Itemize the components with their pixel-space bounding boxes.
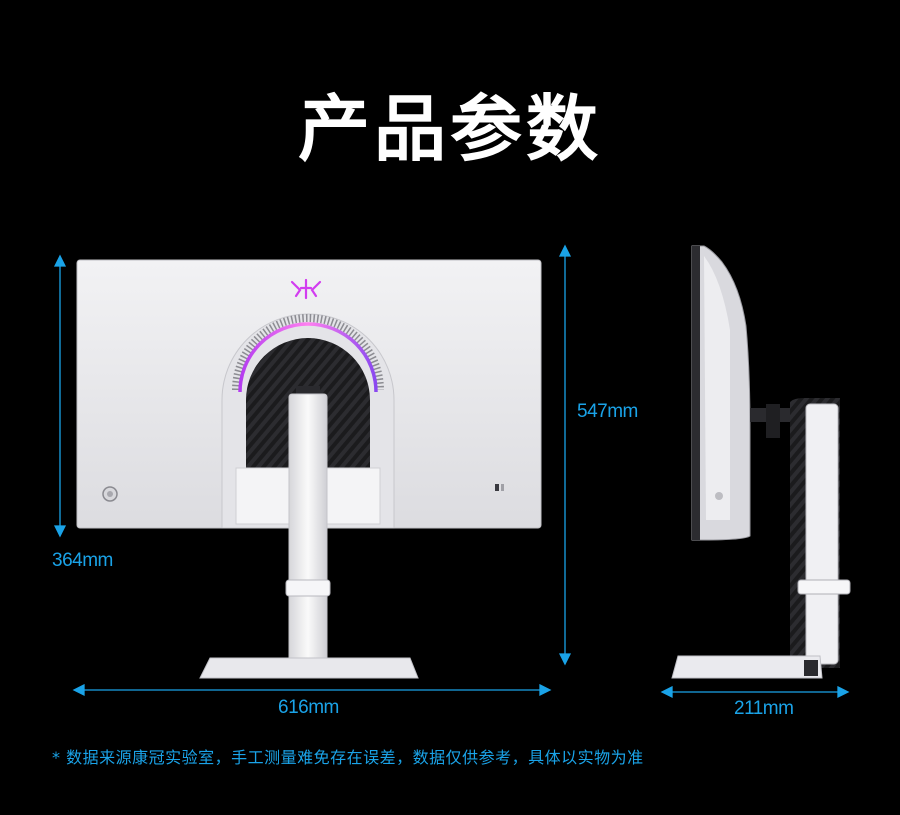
monitor-side-view	[671, 245, 851, 679]
dimension-lines	[53, 244, 850, 699]
disclaimer-text: * 数据来源康冠实验室，手工测量难免存在误差，数据仅供参考，具体以实物为准	[52, 748, 644, 767]
monitor-back-view	[76, 259, 542, 679]
depth-label-side: 211mm	[734, 698, 794, 719]
height-label-side: 547mm	[577, 401, 638, 422]
page-title: 产品参数	[297, 87, 602, 171]
width-label-front: 616mm	[278, 697, 339, 718]
power-button-icon	[102, 486, 118, 502]
height-label-front: 364mm	[52, 550, 113, 571]
brand-logo-icon	[290, 278, 322, 300]
